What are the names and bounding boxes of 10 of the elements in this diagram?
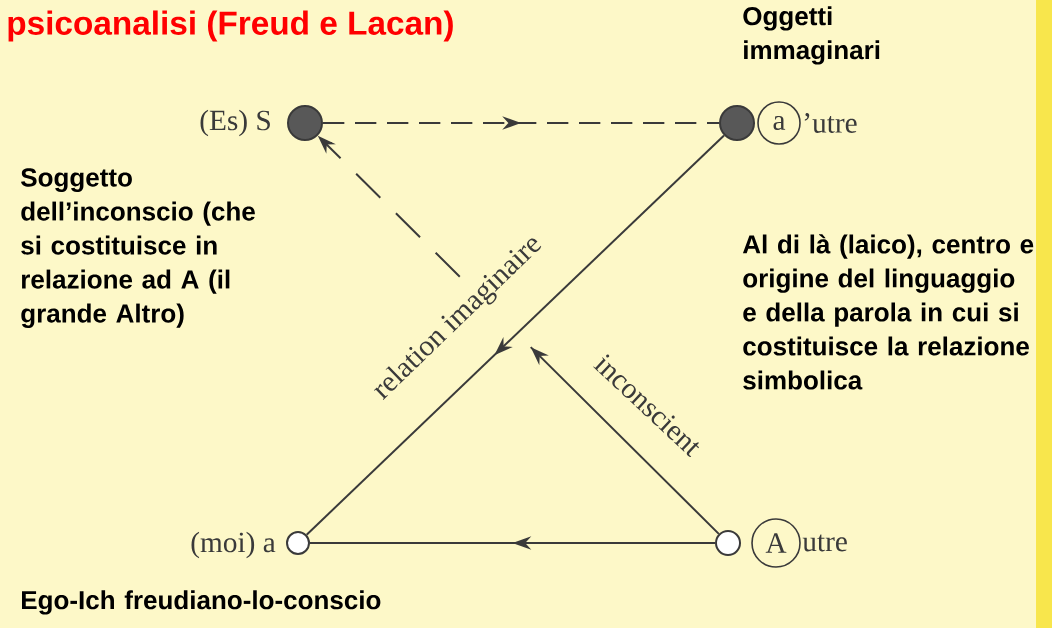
circled-letter: A	[751, 518, 801, 568]
filled-circle	[287, 105, 323, 141]
node-caption: ’utre	[804, 113, 857, 133]
circled-letter: a	[757, 101, 801, 145]
title: psicoanalisi (Freud e Lacan)	[8, 10, 453, 42]
filled-circle	[719, 105, 755, 141]
node-caption: (moi) a	[191, 531, 276, 559]
node-caption: (Es) S	[200, 109, 270, 137]
node-caption: utre	[802, 534, 847, 552]
note-text: Al di là (laico), centro e origine del linguaggio e della parola in cui si costituisce la relazione simbolica	[742, 234, 1034, 390]
